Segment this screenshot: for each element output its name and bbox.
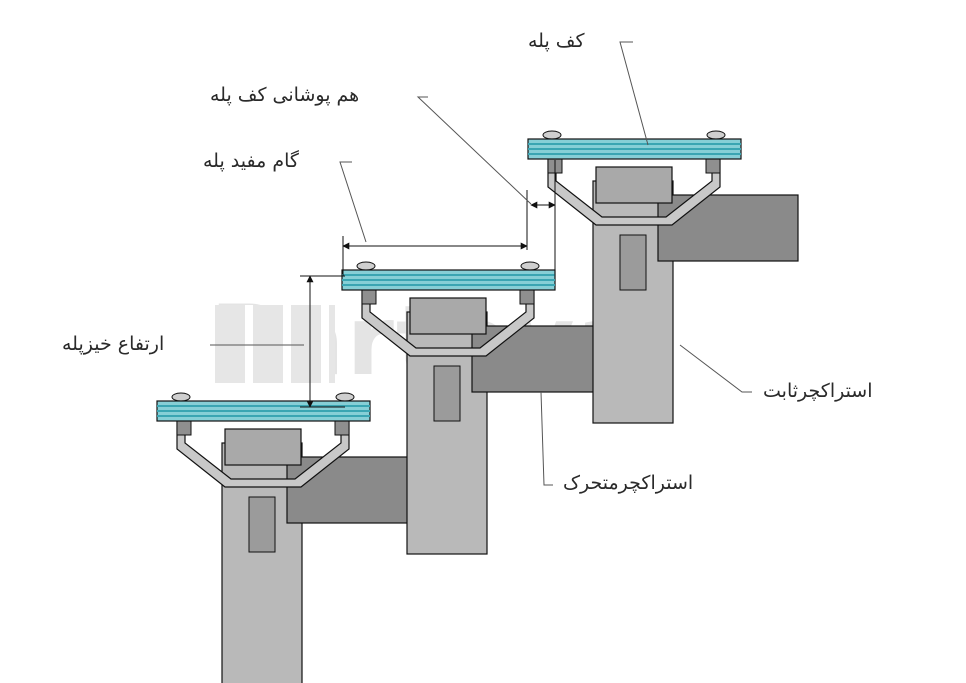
bolt-left <box>356 261 376 271</box>
post-slot <box>433 365 461 422</box>
effective-going-label: گام مفید پله <box>203 150 299 172</box>
fixed-leader <box>679 344 752 393</box>
fixed-stringer-label: استراکچرثابت <box>763 380 873 402</box>
stair-unit-upper <box>527 130 799 424</box>
bolt-left <box>542 130 562 140</box>
bolt-right <box>706 130 726 140</box>
pad-right <box>334 420 350 436</box>
bolt-right <box>520 261 540 271</box>
center-block <box>224 428 302 466</box>
moving-beam <box>471 325 613 393</box>
leader-lines <box>210 41 752 486</box>
tread-leader <box>619 41 649 146</box>
bolt-left <box>171 392 191 402</box>
moving-leader <box>540 391 553 486</box>
tread-overlap-label: هم پوشانی کف پله <box>210 84 360 106</box>
pad-left <box>176 420 192 436</box>
pad-right <box>519 289 535 305</box>
dimension-lines <box>300 160 556 408</box>
center-block <box>409 297 487 335</box>
stair-unit-lower <box>156 392 428 683</box>
stair-unit-middle <box>341 261 613 555</box>
post-slot <box>619 234 647 291</box>
moving-beam <box>286 456 428 524</box>
center-block <box>595 166 673 204</box>
tread-label: کف پله <box>528 30 585 52</box>
overlap-leader <box>416 96 532 205</box>
pad-left <box>361 289 377 305</box>
watermark-logo-icon <box>215 305 335 383</box>
moving-stringer-label: استراکچرمتحرک <box>563 472 694 494</box>
bolt-right <box>335 392 355 402</box>
riser-height-label: ارتفاع خیزپله <box>62 333 165 355</box>
pad-right <box>705 158 721 174</box>
post-slot <box>248 496 276 553</box>
moving-beam <box>657 194 799 262</box>
going-leader <box>339 161 367 243</box>
